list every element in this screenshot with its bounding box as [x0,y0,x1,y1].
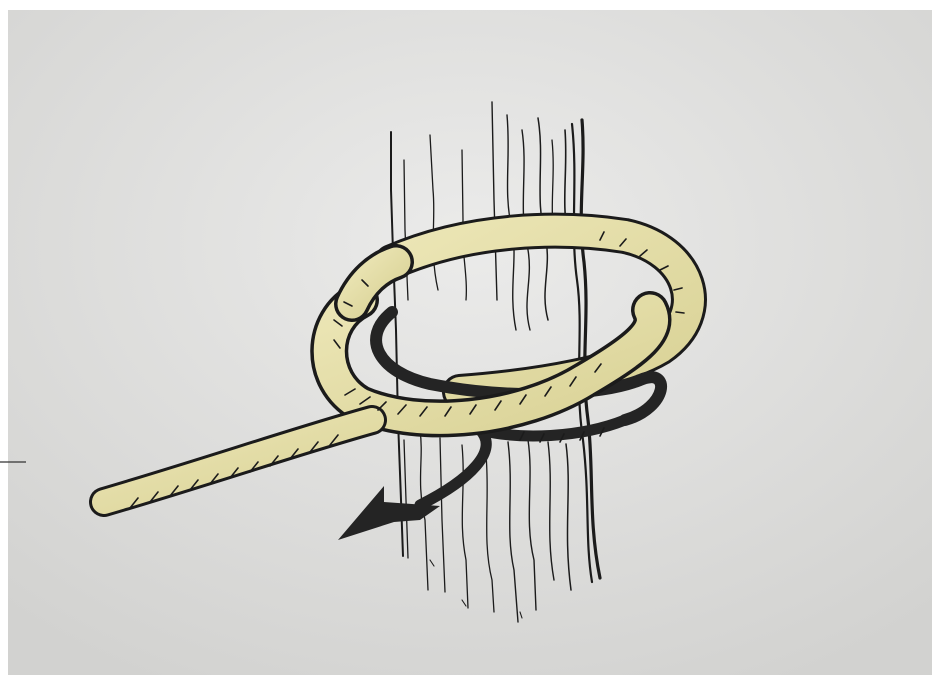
paper-background [8,10,932,675]
